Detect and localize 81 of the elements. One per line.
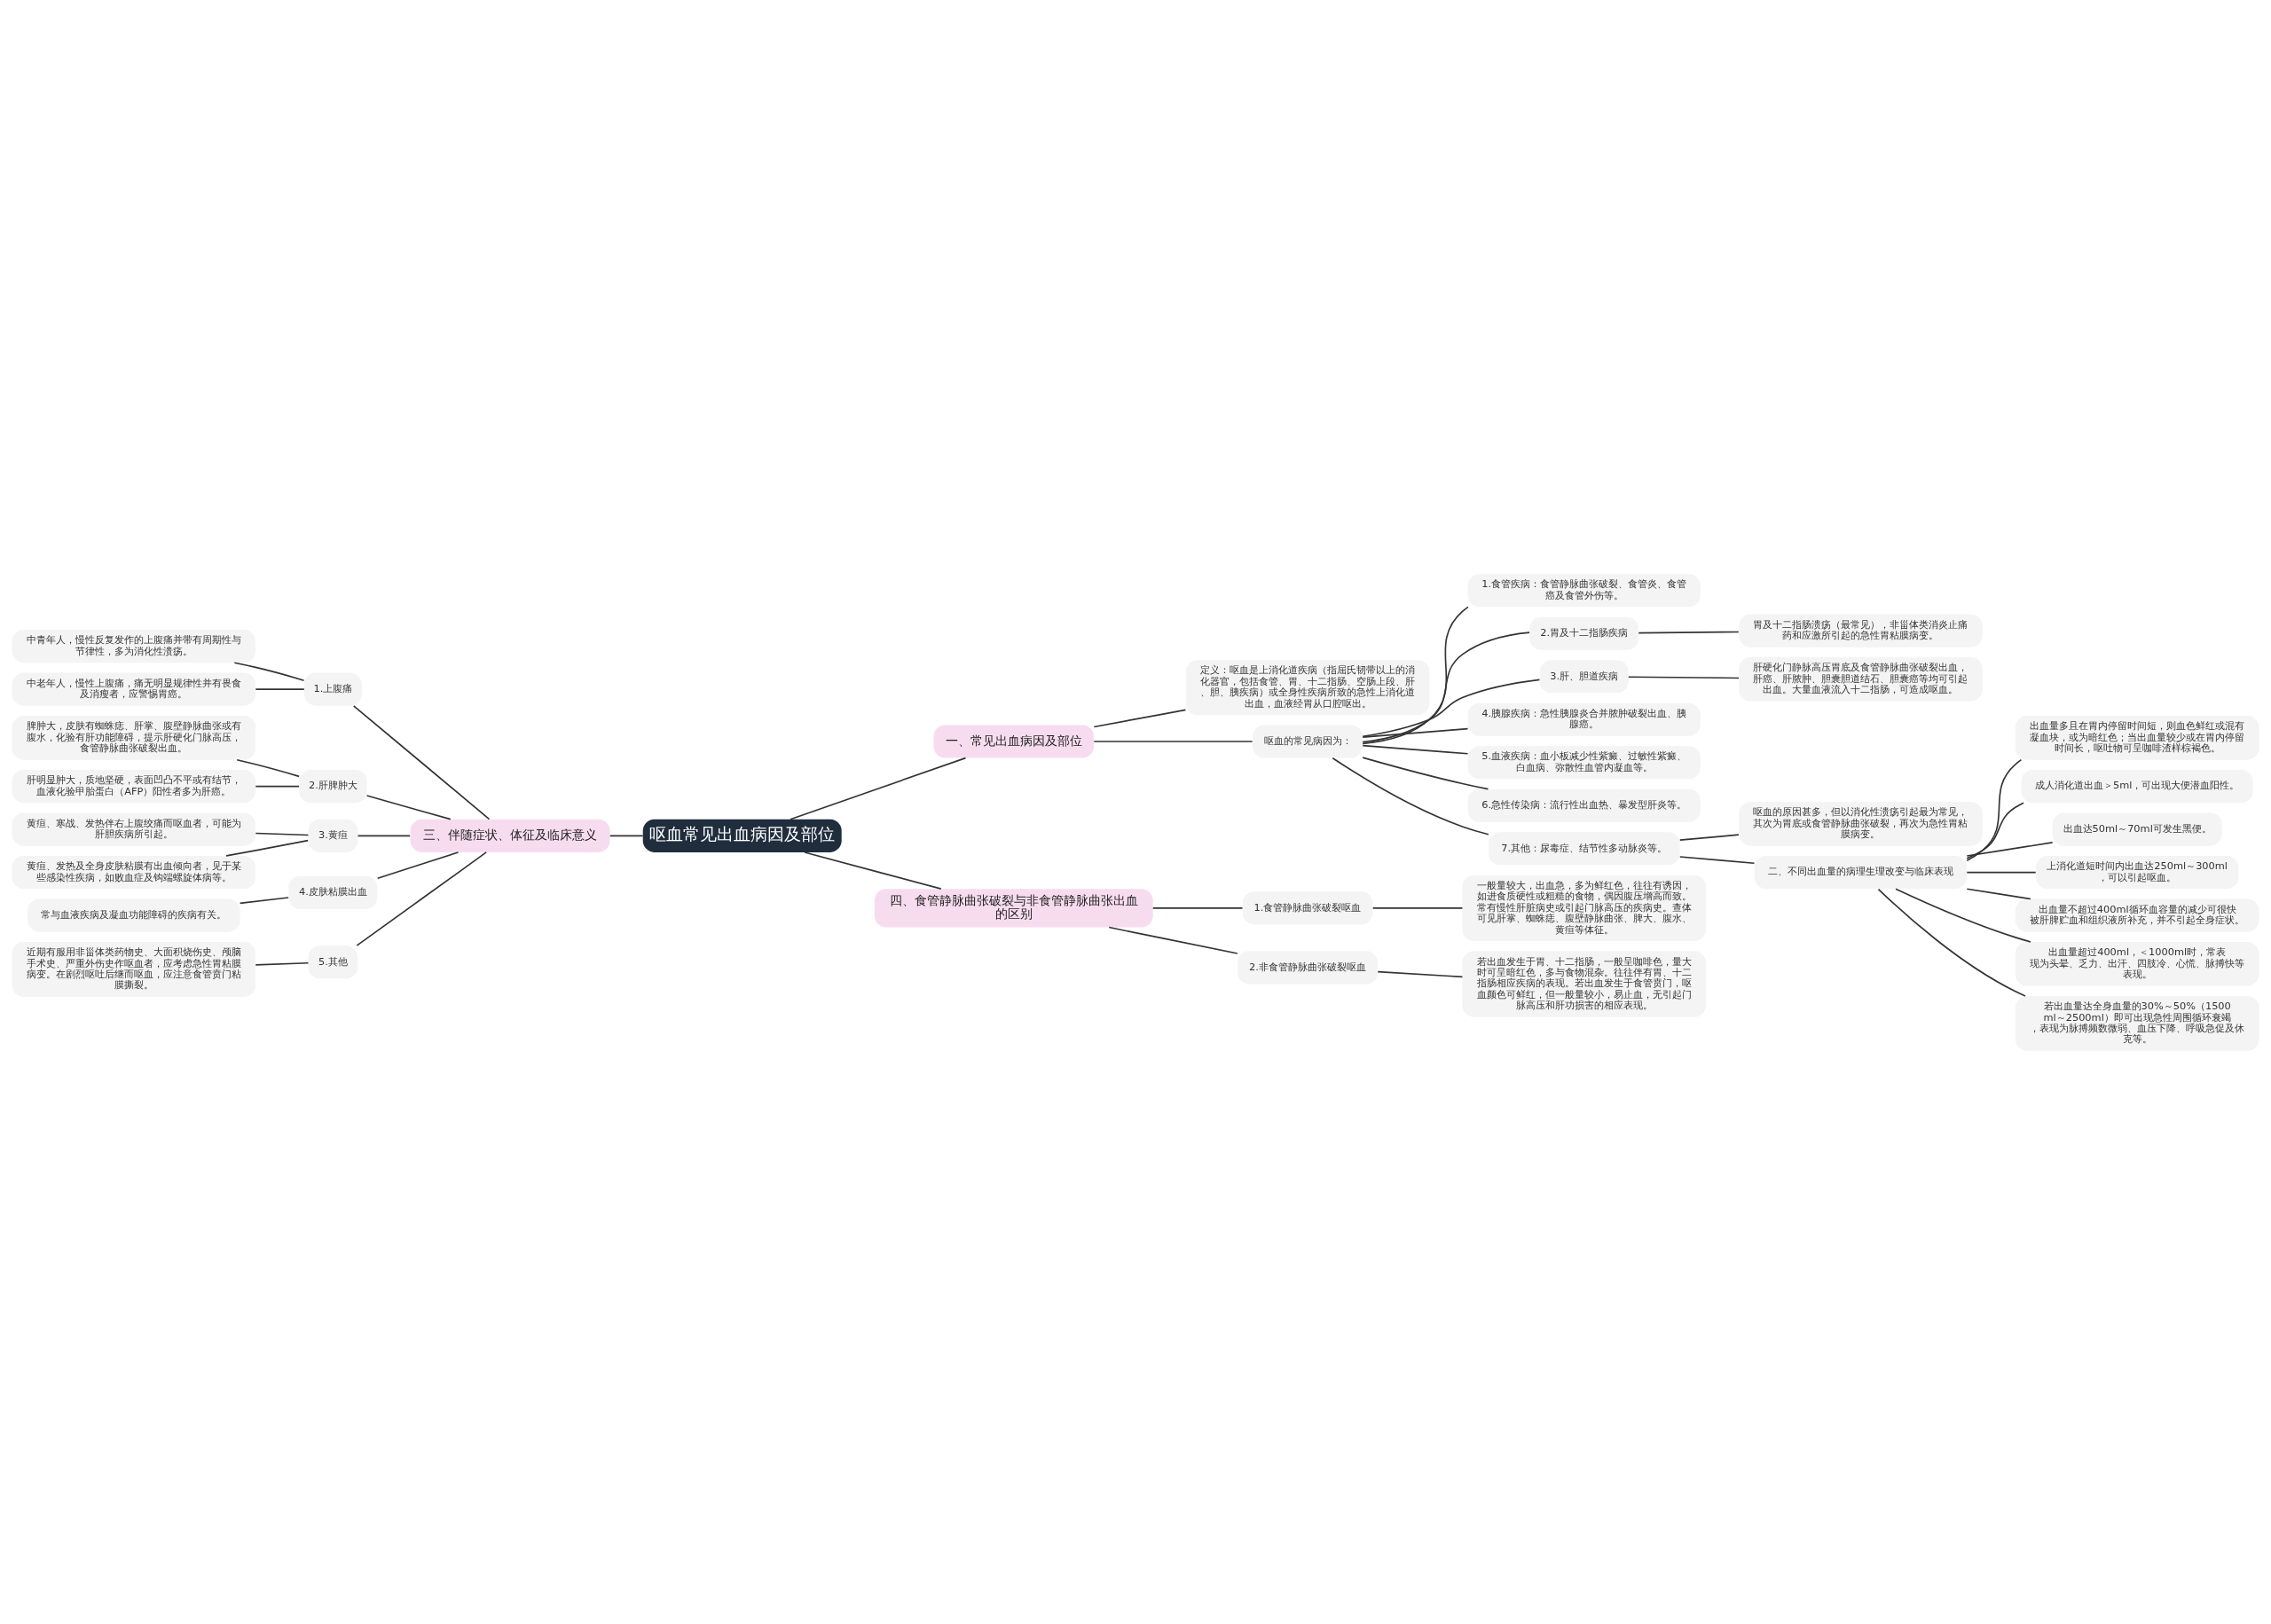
connector (255, 832, 310, 836)
node-box: 一般量较大，出血急，多为鲜红色，往往有诱因，如进食质硬性或粗糙的食物，偶因腹压增高而致。常有慢性肝脏病史或引起门脉高压的疾病史。查体可见肝掌、蜘蛛痣、腹壁静脉曲张、脾大、腹水、黄疸等体征。 (1462, 875, 1706, 941)
node-box: 2.胃及十二指肠疾病 (1529, 616, 1639, 650)
node-box: 4.胰腺疾病：急性胰腺炎合并脓肿破裂出血、胰腺癌。 (1467, 702, 1701, 736)
connector (804, 851, 942, 890)
connector (255, 687, 305, 690)
node-box: 呕血常见出血病因及部位 (642, 819, 842, 852)
connector (1638, 631, 1740, 633)
node-box: 1.食管静脉曲张破裂呕血 (1242, 890, 1373, 924)
connector (1362, 631, 1530, 742)
connector (1332, 757, 1489, 836)
node-box: 二、不同出血量的病理生理改变与临床表现 (1754, 855, 1968, 889)
connector (1362, 744, 1469, 755)
node-box: 出血量超过400ml，＜1000ml时，常表现为头晕、乏力、出汗、四肢冷、心慌、脉搏快等表现。 (2015, 941, 2259, 986)
node-box: 若出血量达全身血量的30%～50%（1500ml～2500ml）即可出现急性周围循环衰竭，表现为脉搏频数微弱、血压下降、呼吸急促及休克等。 (2015, 995, 2259, 1051)
node-box: 7.其他：尿毒症、结节性多动脉炎等。 (1488, 831, 1680, 865)
connector (357, 835, 411, 836)
node-box: 中青年人，慢性反复发作的上腹痛并带有周期性与节律性，多为消化性溃疡。 (12, 629, 256, 663)
connector (1093, 740, 1253, 742)
connector (1966, 758, 2023, 861)
node-box: 成人消化道出血＞5ml，可出现大便潜血阳性。 (2021, 769, 2253, 803)
node-box: 三、伴随症状、体征及临床意义 (410, 819, 610, 852)
connector (255, 785, 300, 787)
node-box: 中老年人，慢性上腹痛，痛无明显规律性并有畏食及消瘦者，应警惕胃癌。 (12, 672, 256, 706)
connector (609, 835, 644, 836)
node-box: 脾肿大，皮肤有蜘蛛痣、肝掌、腹壁静脉曲张或有腹水，化验有肝功能障碍，提示肝硬化门脉高压，食管静脉曲张破裂出血。 (12, 715, 256, 760)
connector (1895, 887, 2031, 943)
node-box: 四、食管静脉曲张破裂与非食管静脉曲张出血的区别 (874, 888, 1153, 928)
connector (233, 661, 305, 681)
node-box: 5.血液疾病：血小板减少性紫癜、过敏性紫癜、白血病、弥散性血管内凝血等。 (1467, 745, 1701, 779)
node-box: 5.其他 (308, 945, 358, 978)
connector (1628, 675, 1740, 679)
node-box: 肝明显肿大，质地坚硬，表面凹凸不平或有结节，血液化验甲胎蛋白（AFP）阳性者多为肝癌。 (12, 769, 256, 803)
connector (356, 851, 487, 946)
node-box: 上消化道短时间内出血达250ml～300ml，可以引起呕血。 (2036, 855, 2239, 889)
node-box: 出血量不超过400ml循环血容量的减少可很快被肝脾贮血和组织液所补充，并不引起全身症状。 (2015, 898, 2259, 932)
connector (1966, 887, 2031, 899)
connector (376, 851, 460, 879)
connector (255, 961, 310, 966)
node-box: 黄疸、寒战、发热伴右上腹绞痛而呕血者，可能为肝胆疾病所引起。 (12, 812, 256, 846)
node-box: 3.肝、胆道疾病 (1539, 659, 1629, 693)
node-box: 呕血的常见病因为： (1253, 724, 1363, 758)
connector (1377, 970, 1464, 977)
connector (1371, 906, 1464, 909)
connector (236, 758, 300, 777)
node-box: 6.急性传染病：流行性出血热、暴发型肝炎等。 (1467, 788, 1701, 822)
connector (225, 839, 309, 857)
node-box: 3.黄疸 (308, 819, 358, 852)
node-box: 1.上腹痛 (303, 672, 362, 706)
connector (352, 704, 491, 820)
connector (1108, 926, 1238, 954)
node-box: 出血量多且在胃内停留时间短，则血色鲜红或混有凝血块，或为暗红色；当出血量较少或在胃内停留时间长，呕吐物可呈咖啡渣样棕褐色。 (2015, 715, 2259, 760)
connector (1362, 606, 1469, 744)
node-box: 若出血发生于胃、十二指肠，一般呈咖啡色，量大时可呈暗红色，多与食物混杂。往往伴有胃、十二指肠相应疾病的表现。若出血发生于食管贲门，呕血颜色可鲜红，但一般量较小，易止血，无引起门脉高压和肝功损害的相应表现。 (1462, 950, 1706, 1017)
node-box: 近期有服用非甾体类药物史、大面积烧伤史、颅脑手术史、严重外伤史作呕血者，应考虑急性胃粘膜病变。在剧烈呕吐后继而呕血，应注意食管贲门粘膜撕裂。 (12, 941, 256, 997)
connector (1966, 801, 2024, 859)
connector (1966, 841, 2054, 857)
node-box: 出血达50ml～70ml可发生黑便。 (2052, 812, 2222, 846)
node-box: 肝硬化门静脉高压胃底及食管静脉曲张破裂出血，肝癌、肝脓肿、胆囊胆道结石、胆囊癌等均可引起出血。大量血液流入十二指肠，可造成呕血。 (1739, 656, 1983, 702)
node-box: 定义：呕血是上消化道疾病（指屈氏韧带以上的消化器官，包括食管、胃、十二指肠、空肠上段、肝、胆、胰疾病）或全身性疾病所致的急性上消化道出血，血液经胃从口腔呕出。 (1185, 659, 1430, 715)
connector (1678, 855, 1756, 864)
node-box: 2.肝脾肿大 (299, 769, 367, 803)
connector (790, 757, 967, 820)
node-box: 呕血的原因甚多，但以消化性溃疡引起最为常见，其次为胃底或食管静脉曲张破裂，再次为急性胃粘膜病变。 (1739, 801, 1983, 846)
connector (1151, 906, 1244, 909)
connector (1093, 709, 1187, 727)
connector (239, 896, 289, 904)
node-box: 黄疸、发热及全身皮肤粘膜有出血倾向者，见于某些感染性疾病，如败血症及钩端螺旋体病等。 (12, 855, 256, 889)
node-box: 常与血液疾病及凝血功能障碍的疾病有关。 (28, 898, 240, 932)
connector (1362, 679, 1541, 737)
connector (1877, 888, 2026, 997)
connector (1362, 756, 1489, 789)
node-box: 2.非食管静脉曲张破裂呕血 (1238, 950, 1378, 985)
node-box: 胃及十二指肠溃疡（最常见），非甾体类消炎止痛药和应激所引起的急性胃粘膜病变。 (1739, 614, 1983, 647)
connector (365, 794, 452, 820)
node-box: 4.皮肤粘膜出血 (288, 875, 378, 909)
connector (1362, 727, 1469, 738)
connector (1966, 871, 2037, 873)
connector (1678, 833, 1740, 841)
node-box: 1.食管疾病：食管静脉曲张破裂、食管炎、食管癌及食管外伤等。 (1467, 573, 1701, 607)
node-box: 一、常见出血病因及部位 (933, 724, 1095, 758)
